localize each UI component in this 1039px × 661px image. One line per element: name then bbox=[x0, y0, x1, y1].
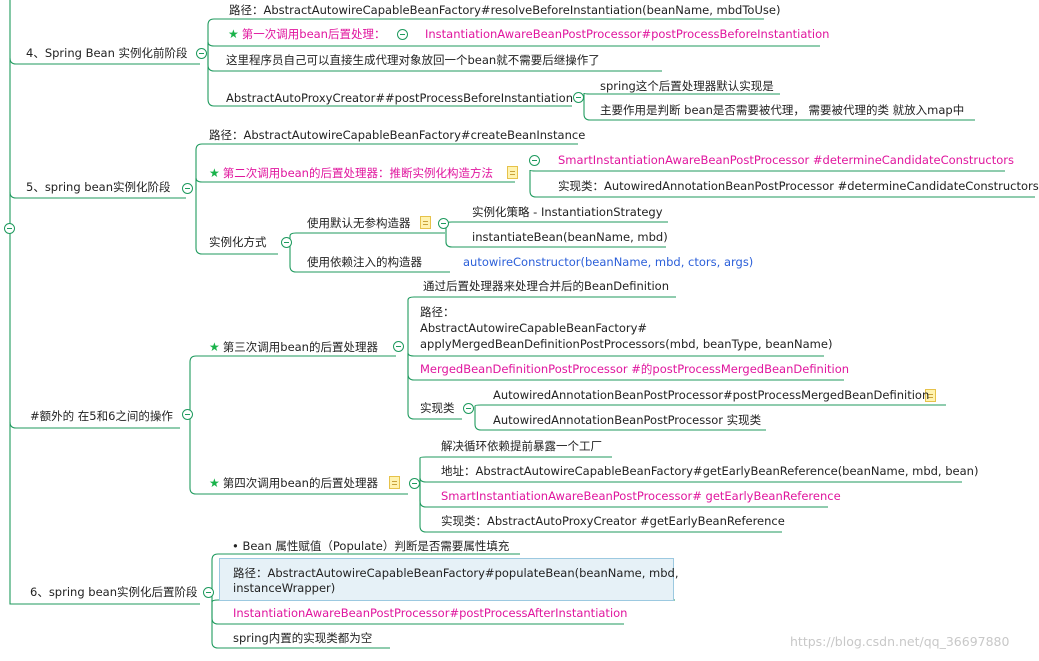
collapse-toggle-fourth-call[interactable] bbox=[409, 478, 420, 489]
node-addr[interactable]: 地址：AbstractAutowireCapableBeanFactory#ge… bbox=[441, 464, 979, 478]
node-dep-ctor[interactable]: 使用依赖注入的构造器 bbox=[307, 255, 422, 269]
node-impl[interactable]: 实现类：AutowiredAnnotationBeanPostProcessor… bbox=[558, 179, 1039, 193]
node-first-call[interactable]: ★第一次调用bean后置处理： bbox=[228, 27, 386, 41]
node-merged-pp[interactable]: MergedBeanDefinitionPostProcessor #的post… bbox=[420, 362, 850, 376]
star-icon: ★ bbox=[209, 166, 220, 180]
node-populate-path-1[interactable]: 路径：AbstractAutowireCapableBeanFactory#po… bbox=[233, 566, 679, 580]
collapse-toggle-extra[interactable] bbox=[182, 409, 193, 420]
highlighted-node bbox=[219, 558, 674, 601]
node-second-call[interactable]: ★第二次调用bean的后置处理器：推断实例化构造方法 bbox=[209, 166, 493, 180]
collapse-toggle-default-ctor[interactable] bbox=[438, 218, 449, 229]
node-third-call[interactable]: ★第三次调用bean的后置处理器 bbox=[209, 340, 378, 354]
node-extra[interactable]: #额外的 在5和6之间的操作 bbox=[30, 409, 173, 423]
node-s4-path[interactable]: 路径：AbstractAutowireCapableBeanFactory#re… bbox=[229, 3, 781, 17]
collapse-toggle-second-call[interactable] bbox=[529, 155, 540, 166]
note-icon[interactable] bbox=[389, 476, 400, 489]
collapse-toggle-third-call[interactable] bbox=[393, 341, 404, 352]
collapse-toggle-s5[interactable] bbox=[182, 183, 193, 194]
node-impl-cls[interactable]: 实现类 bbox=[420, 401, 455, 415]
node-section6[interactable]: 6、spring bean实例化后置阶段 bbox=[30, 585, 198, 599]
node-smart-early[interactable]: SmartInstantiationAwareBeanPostProcessor… bbox=[441, 489, 841, 503]
node-impl2[interactable]: AutowiredAnnotationBeanPostProcessor 实现类 bbox=[493, 413, 762, 427]
node-smart[interactable]: SmartInstantiationAwareBeanPostProcessor… bbox=[558, 153, 1015, 167]
watermark: https://blog.csdn.net/qq_36697880 bbox=[790, 634, 1010, 649]
note-icon[interactable] bbox=[507, 166, 518, 179]
node-proxy-default[interactable]: spring这个后置处理器默认实现是 bbox=[600, 79, 774, 93]
star-icon: ★ bbox=[209, 476, 220, 490]
node-populate[interactable]: • Bean 属性赋值（Populate）判断是否需要属性填充 bbox=[232, 539, 510, 553]
node-inst-mode[interactable]: 实例化方式 bbox=[209, 235, 267, 249]
node-impl1[interactable]: AutowiredAnnotationBeanPostProcessor#pos… bbox=[493, 388, 930, 402]
note-icon[interactable] bbox=[925, 389, 936, 402]
node-s5-path[interactable]: 路径：AbstractAutowireCapableBeanFactory#cr… bbox=[209, 128, 586, 142]
node-section5[interactable]: 5、spring bean实例化阶段 bbox=[26, 180, 171, 194]
node-merged-path-1[interactable]: 路径： bbox=[420, 305, 455, 319]
node-merged-path-2[interactable]: AbstractAutowireCapableBeanFactory# bbox=[420, 321, 648, 335]
collapse-toggle-s6[interactable] bbox=[203, 587, 214, 598]
node-fourth-call[interactable]: ★第四次调用bean的后置处理器 bbox=[209, 476, 378, 490]
node-first-call-target[interactable]: InstantiationAwareBeanPostProcessor#post… bbox=[425, 27, 830, 41]
node-after[interactable]: InstantiationAwareBeanPostProcessor#post… bbox=[233, 606, 628, 620]
node-impl-early[interactable]: 实现类：AbstractAutoProxyCreator #getEarlyBe… bbox=[441, 514, 785, 528]
collapse-toggle-root[interactable] bbox=[4, 223, 15, 234]
collapse-toggle-inst-mode[interactable] bbox=[281, 237, 292, 248]
node-proxy-creator[interactable]: AbstractAutoProxyCreator##postProcessBef… bbox=[226, 91, 574, 105]
node-autowire-ctor[interactable]: autowireConstructor(beanName, mbd, ctors… bbox=[463, 255, 754, 269]
collapse-toggle-s4[interactable] bbox=[196, 48, 207, 59]
node-merged-note[interactable]: 通过后置处理器来处理合并后的BeanDefinition bbox=[423, 279, 669, 293]
star-icon: ★ bbox=[209, 340, 220, 354]
collapse-toggle-proxy[interactable] bbox=[573, 92, 584, 103]
note-icon[interactable] bbox=[420, 216, 431, 229]
node-strategy[interactable]: 实例化策略 - InstantiationStrategy bbox=[472, 205, 663, 219]
node-section4[interactable]: 4、Spring Bean 实例化前阶段 bbox=[26, 46, 188, 60]
star-icon: ★ bbox=[228, 27, 239, 41]
node-proxy-note[interactable]: 这里程序员自己可以直接生成代理对象放回一个bean就不需要后继操作了 bbox=[226, 53, 600, 67]
node-default-ctor[interactable]: 使用默认无参构造器 bbox=[307, 216, 411, 230]
node-instantiate[interactable]: instantiateBean(beanName, mbd) bbox=[472, 230, 668, 244]
node-proxy-desc[interactable]: 主要作用是判断 bean是否需要被代理， 需要被代理的类 就放入map中 bbox=[600, 103, 965, 117]
collapse-toggle-impl[interactable] bbox=[463, 403, 474, 414]
node-empty[interactable]: spring内置的实现类都为空 bbox=[233, 631, 373, 645]
node-merged-path-3[interactable]: applyMergedBeanDefinitionPostProcessors(… bbox=[420, 337, 833, 351]
node-cycle[interactable]: 解决循环依赖提前暴露一个工厂 bbox=[441, 439, 602, 453]
node-populate-path-2[interactable]: instanceWrapper) bbox=[233, 581, 336, 595]
collapse-toggle-first-call[interactable] bbox=[397, 29, 408, 40]
